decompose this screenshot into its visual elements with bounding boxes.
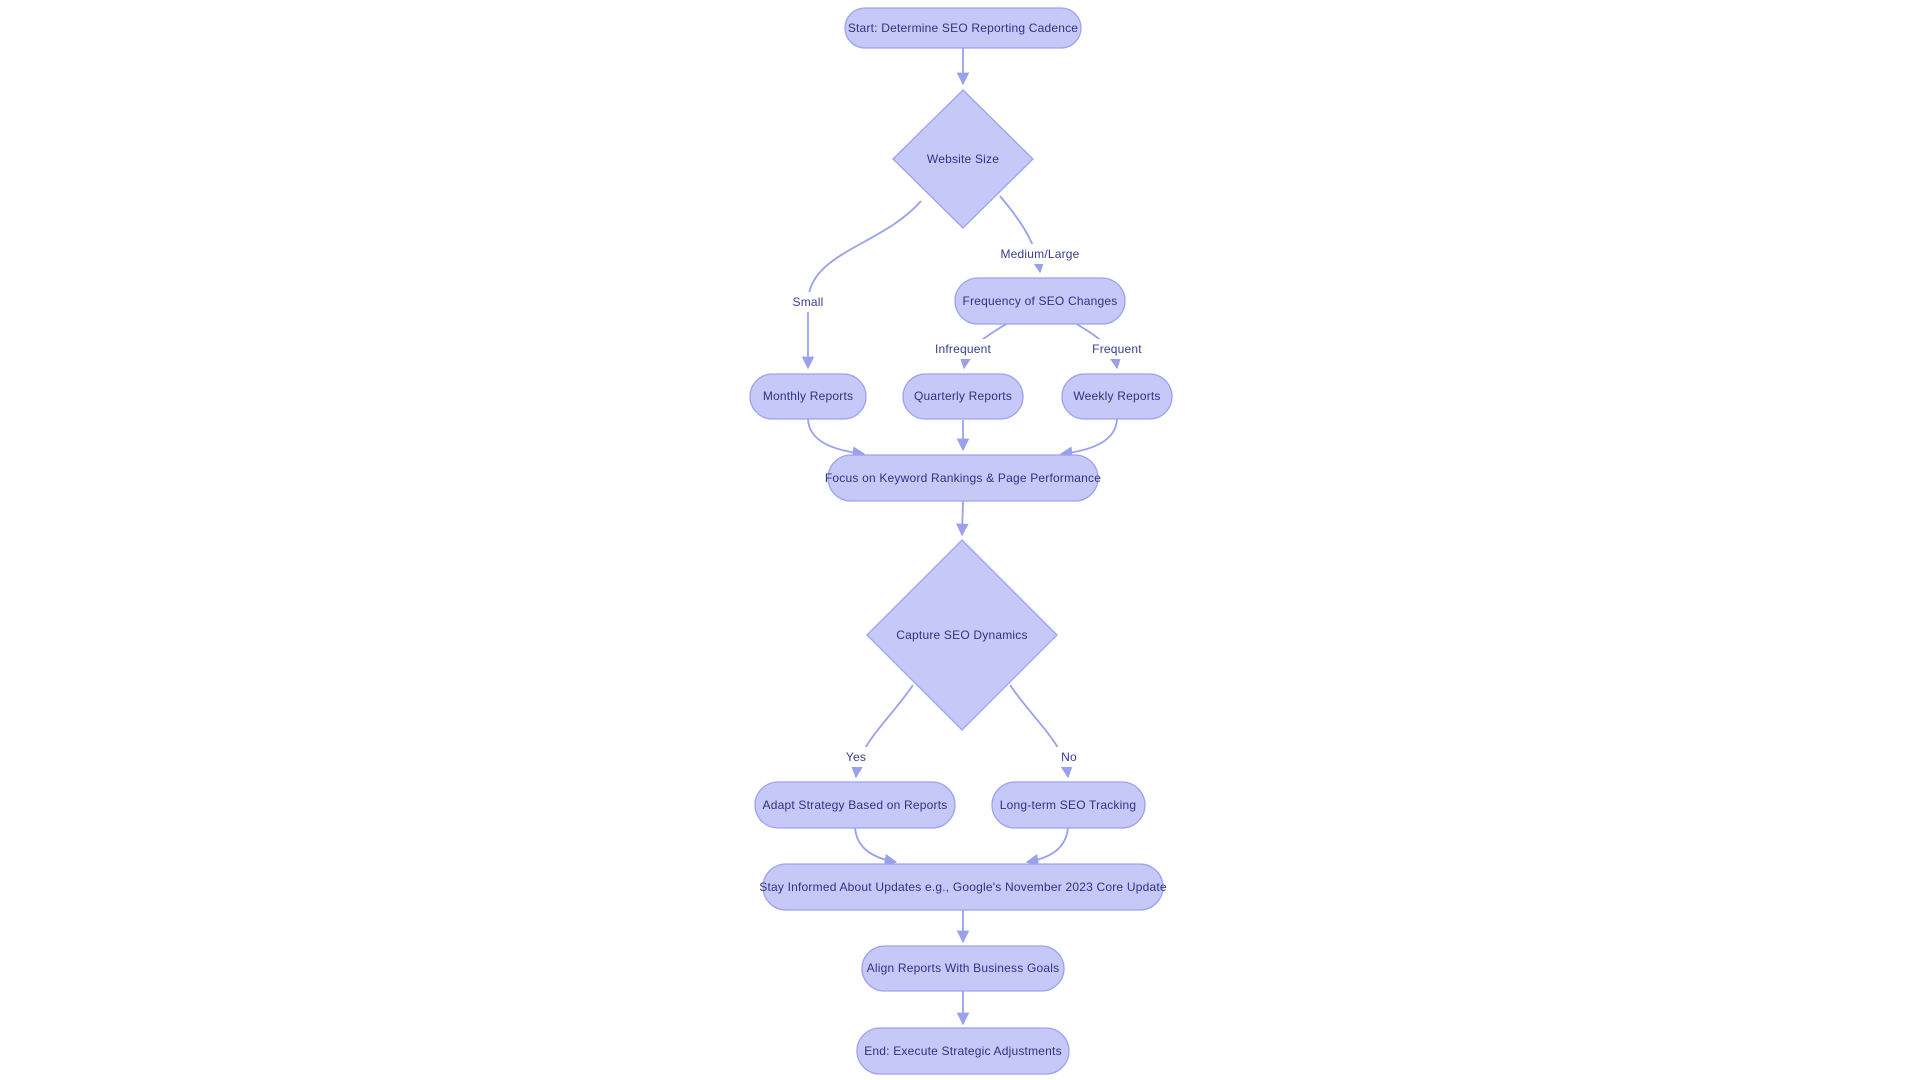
svg-text:Align Reports With Business Go: Align Reports With Business Goals — [867, 961, 1060, 975]
svg-text:Frequency of SEO Changes: Frequency of SEO Changes — [963, 294, 1118, 308]
svg-text:Start: Determine SEO Reporting: Start: Determine SEO Reporting Cadence — [848, 21, 1078, 35]
node-weekly-reports: Weekly Reports — [1061, 373, 1173, 420]
edge-label-yes: Yes — [841, 747, 871, 767]
svg-text:Infrequent: Infrequent — [935, 342, 992, 356]
svg-text:Adapt Strategy Based on Report: Adapt Strategy Based on Reports — [763, 798, 948, 812]
node-longterm-seo-tracking: Long-term SEO Tracking — [991, 781, 1146, 829]
edge-labels: Small Medium/Large Infrequent Frequent Y… — [786, 244, 1147, 767]
svg-text:Weekly Reports: Weekly Reports — [1073, 389, 1160, 403]
edge-adapt-to-stay-informed — [854, 827, 898, 867]
edges — [801, 48, 1122, 1026]
svg-text:Stay Informed About Updates e.: Stay Informed About Updates e.g., Google… — [759, 880, 1167, 894]
svg-text:Small: Small — [792, 295, 823, 309]
node-website-size: Website Size — [892, 89, 1034, 229]
node-stay-informed-updates: Stay Informed About Updates e.g., Google… — [759, 863, 1167, 911]
edge-label-infrequent: Infrequent — [929, 339, 997, 359]
edge-longterm-to-stay-informed — [1025, 827, 1069, 867]
svg-text:Yes: Yes — [846, 750, 866, 764]
node-capture-seo-dynamics: Capture SEO Dynamics — [866, 539, 1058, 731]
edge-label-frequent: Frequent — [1087, 339, 1147, 359]
edge-website-size-to-monthly — [801, 200, 922, 370]
svg-text:Frequent: Frequent — [1092, 342, 1142, 356]
svg-text:Capture SEO Dynamics: Capture SEO Dynamics — [896, 628, 1027, 642]
svg-text:Focus on Keyword Rankings & Pa: Focus on Keyword Rankings & Page Perform… — [825, 471, 1101, 485]
svg-text:Long-term SEO Tracking: Long-term SEO Tracking — [1000, 798, 1136, 812]
edge-weekly-to-focus — [1059, 418, 1118, 459]
svg-text:Website Size: Website Size — [927, 152, 999, 166]
svg-text:Medium/Large: Medium/Large — [1000, 247, 1079, 261]
node-start: Start: Determine SEO Reporting Cadence — [844, 7, 1082, 49]
edge-label-medium-large: Medium/Large — [997, 244, 1083, 264]
svg-text:Monthly Reports: Monthly Reports — [763, 389, 853, 403]
node-frequency-of-seo-changes: Frequency of SEO Changes — [954, 277, 1126, 325]
svg-text:End: Execute Strategic Adjustm: End: Execute Strategic Adjustments — [864, 1044, 1062, 1058]
node-monthly-reports: Monthly Reports — [749, 373, 867, 420]
edge-monthly-to-focus — [807, 418, 866, 459]
edge-label-no: No — [1056, 747, 1082, 767]
node-adapt-strategy: Adapt Strategy Based on Reports — [754, 781, 956, 829]
edge-label-small: Small — [786, 292, 830, 312]
node-quarterly-reports: Quarterly Reports — [902, 373, 1024, 420]
node-align-reports-business-goals: Align Reports With Business Goals — [861, 945, 1065, 992]
svg-text:No: No — [1061, 750, 1077, 764]
edge-focus-to-capture — [956, 500, 969, 537]
nodes: Start: Determine SEO Reporting Cadence W… — [749, 7, 1173, 1075]
node-focus-keyword-rankings: Focus on Keyword Rankings & Page Perform… — [825, 454, 1101, 502]
node-end-execute-adjustments: End: Execute Strategic Adjustments — [856, 1027, 1070, 1075]
svg-text:Quarterly Reports: Quarterly Reports — [914, 389, 1012, 403]
